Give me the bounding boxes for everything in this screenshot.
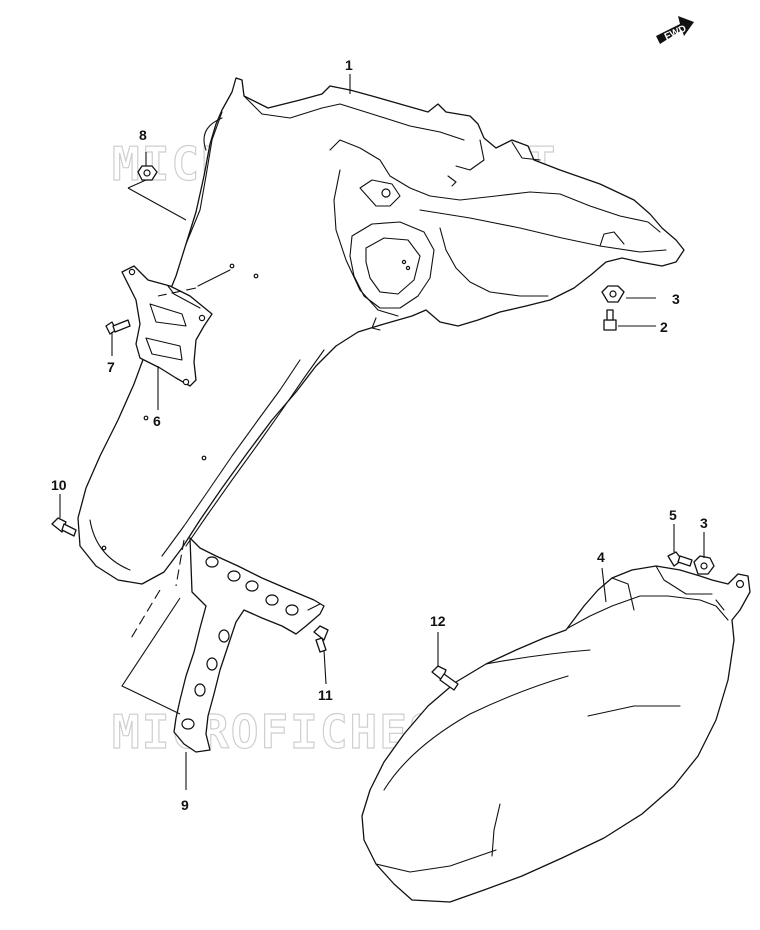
bolt-part-7-icon (105, 319, 131, 335)
bolt-part-11-icon (313, 625, 329, 653)
fwd-label: FWD (663, 23, 688, 43)
leader-lines (59, 74, 705, 790)
callout-1: 1 (345, 57, 353, 73)
nut-part-3-upper-icon (601, 285, 625, 303)
nut-part-3-lower-icon (693, 555, 715, 575)
callout-2: 2 (660, 319, 668, 335)
callout-5: 5 (669, 507, 677, 523)
callout-6: 6 (153, 413, 161, 429)
nut-part-8-icon (137, 165, 158, 181)
callout-3-upper: 3 (672, 291, 680, 307)
stay-part-9 (173, 537, 325, 753)
callout-11: 11 (318, 687, 333, 703)
rear-fender-part-1 (77, 77, 685, 585)
callout-9: 9 (181, 797, 189, 813)
bolt-part-12-icon (431, 665, 459, 691)
bracket-part-6 (121, 265, 213, 387)
callout-3-lower: 3 (700, 515, 708, 531)
callout-8: 8 (139, 127, 147, 143)
fwd-arrow-icon: FWD (656, 16, 694, 44)
bolt-part-5-icon (667, 551, 693, 567)
callout-12: 12 (430, 613, 446, 629)
front-fender-part-4 (361, 565, 751, 903)
bolt-part-10-icon (51, 517, 77, 537)
callout-10: 10 (51, 477, 67, 493)
bolt-part-2-icon (603, 309, 617, 331)
callout-7: 7 (107, 359, 115, 375)
callout-4: 4 (597, 549, 605, 565)
